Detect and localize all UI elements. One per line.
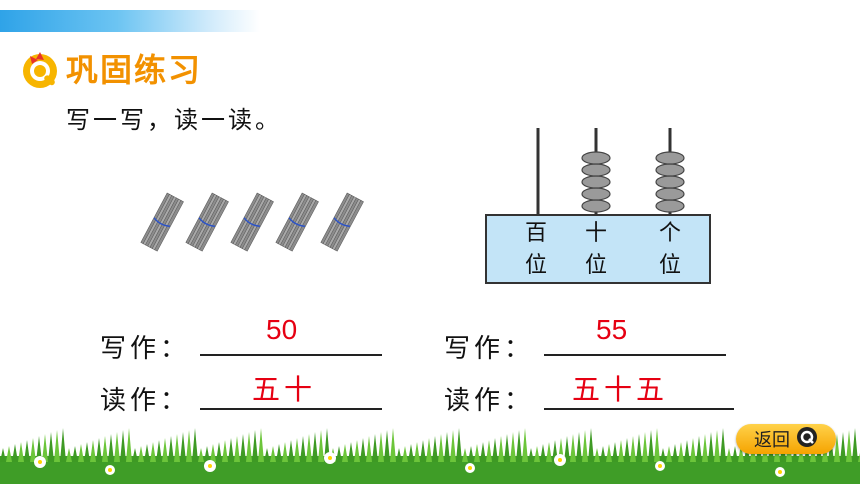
right-write-answer: 55 — [596, 314, 628, 345]
q-icon — [796, 426, 818, 452]
left-write-answer: 50 — [266, 314, 298, 345]
abacus-bead — [655, 187, 685, 201]
label-tens-2: 位 — [585, 253, 607, 278]
stick-bundles — [140, 192, 364, 252]
left-read-answer: 五十 — [252, 373, 317, 406]
abacus-bead — [655, 199, 685, 213]
label-tens-1: 十 — [585, 221, 607, 246]
grass-decoration — [0, 428, 860, 484]
stick-bundle — [185, 192, 229, 252]
left-read-line — [200, 408, 382, 410]
label-hundreds-1: 百 — [525, 221, 547, 246]
abacus-bead — [581, 187, 611, 201]
page-title: 巩固练习 — [66, 51, 203, 89]
stick-bundle — [140, 192, 184, 252]
back-button-label: 返回 — [754, 430, 790, 451]
instruction-text: 写一写，读一读。 — [66, 106, 282, 134]
stick-bundle — [275, 192, 319, 252]
stick-bundle — [230, 192, 274, 252]
label-ones-2: 位 — [659, 253, 681, 278]
right-write-line — [544, 354, 726, 356]
label-ones-1: 个 — [659, 221, 681, 246]
left-read-label: 读作： — [100, 386, 191, 416]
right-read-label: 读作： — [444, 386, 535, 416]
right-write-label: 写作： — [444, 334, 535, 364]
abacus-bead — [581, 175, 611, 189]
abacus: 百 位 十 位 个 位 — [485, 128, 711, 284]
label-hundreds-2: 位 — [525, 253, 547, 278]
abacus-base — [485, 214, 711, 284]
back-button[interactable]: 返回 — [736, 424, 836, 454]
q-badge-icon — [18, 46, 62, 90]
right-read-answer: 五十五 — [572, 373, 669, 406]
abacus-bead — [581, 163, 611, 177]
right-read-line — [544, 408, 734, 410]
abacus-bead — [655, 151, 685, 165]
abacus-bead — [581, 151, 611, 165]
abacus-bead — [581, 199, 611, 213]
stick-bundle — [320, 192, 364, 252]
abacus-bead — [655, 163, 685, 177]
header-stripe — [0, 10, 260, 32]
left-write-line — [200, 354, 382, 356]
section-header: 巩固练习 — [18, 44, 202, 92]
abacus-bead — [655, 175, 685, 189]
left-write-label: 写作： — [100, 334, 191, 364]
